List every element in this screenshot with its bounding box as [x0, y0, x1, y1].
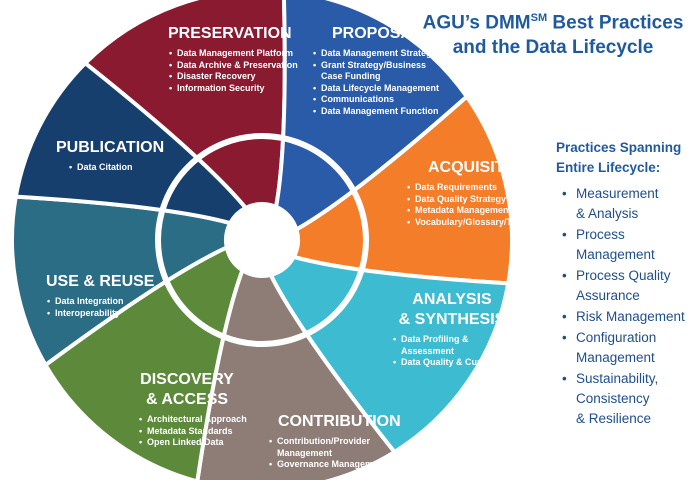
segment-title: ACQUISITION [428, 159, 533, 176]
segment-analysis-synthesis: ANALYSIS & SYNTHESIS Data Profiling & As… [392, 290, 522, 369]
segment-title: PRESERVATION [168, 25, 292, 42]
segment-title: PUBLICATION [56, 139, 165, 156]
segment-acquisition: ACQUISITION Data Requirements Data Quali… [406, 158, 551, 229]
list-item: Disaster Recovery [168, 71, 308, 83]
list-item: Open Linked Data [138, 437, 258, 449]
practice-item: Measurement& Analysis [556, 184, 692, 224]
list-item: Interoperability [46, 308, 166, 320]
page-title: AGU’s DMMSM Best Practices and the Data … [422, 12, 684, 59]
segment-title: USE & REUSE [46, 273, 155, 290]
list-item: Grant Strategy/Business Case Funding [312, 60, 440, 83]
list-item: Data Archive & Preservation [168, 60, 308, 72]
practice-item: Process Management [556, 225, 692, 265]
list-item: Information Security [168, 83, 308, 95]
list-item: Data Requirements [406, 182, 546, 194]
list-item: Data Profiling & Assessment [392, 334, 522, 357]
side-panel-heading: Practices Spanning Entire Lifecycle: [556, 140, 682, 175]
segment-title: DISCOVERY & ACCESS [140, 371, 234, 408]
segment-title: PROPOSAL [332, 25, 422, 42]
list-item: Data Quality Strategy [406, 194, 546, 206]
list-item: Architectural Approach [138, 414, 258, 426]
list-item: Data Lifecycle Management [312, 83, 440, 95]
list-item: Vocabulary/Glossary/Taxonomy [406, 217, 551, 229]
list-item: Data Quality & Curation [392, 357, 522, 369]
practice-item: Sustainability,Consistency& Resilience [556, 369, 692, 429]
list-item: Data Integration [46, 296, 166, 308]
list-item: Data Management Strategy [312, 48, 440, 60]
inner-ring [155, 133, 369, 347]
segment-publication: PUBLICATION Data Citation [56, 138, 166, 174]
segment-discovery-access: DISCOVERY & ACCESS Architectural Approac… [138, 370, 258, 449]
segment-contribution: CONTRIBUTION Contribution/Provider Manag… [268, 412, 418, 471]
list-item: Metadata Management [406, 205, 546, 217]
list-item: Communications [312, 94, 440, 106]
practice-item: Risk Management [556, 307, 692, 327]
segment-title: ANALYSIS & SYNTHESIS [398, 291, 506, 328]
segment-proposal: PROPOSAL Data Management Strategy Grant … [312, 24, 440, 117]
list-item: Contribution/Provider Management [268, 436, 418, 459]
list-item: Governance Management [268, 459, 418, 471]
list-item: Data Citation [68, 162, 166, 174]
segment-title: CONTRIBUTION [278, 413, 401, 430]
segment-preservation: PRESERVATION Data Management Platform Da… [168, 24, 308, 94]
center-hole [226, 204, 298, 276]
list-item: Metadata Standards [138, 426, 258, 438]
list-item: Data Management Function [312, 106, 440, 118]
side-panel: Practices Spanning Entire Lifecycle: Mea… [556, 138, 692, 430]
list-item: Data Management Platform [168, 48, 308, 60]
segment-use-reuse: USE & REUSE Data Integration Interoperab… [46, 272, 166, 319]
wheel-segment-publication [13, 60, 249, 226]
